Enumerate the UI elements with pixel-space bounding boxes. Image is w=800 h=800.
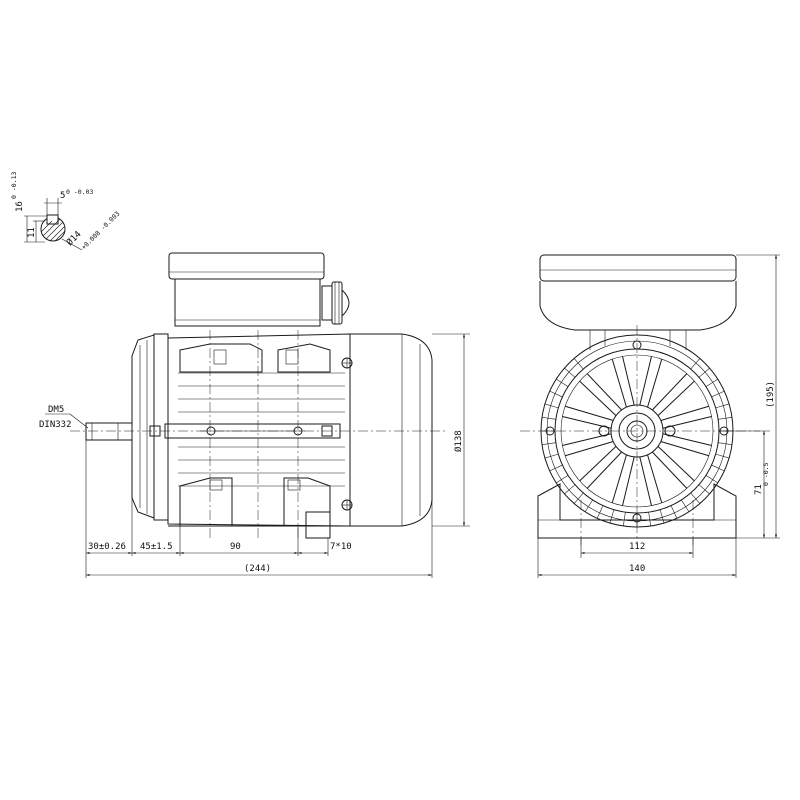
- key-depth-label: 11: [27, 227, 37, 238]
- foot-hole-spacing-label: 90: [230, 542, 241, 552]
- fin-line: [718, 442, 733, 445]
- spoke-line: [639, 356, 652, 406]
- fin-line: [711, 390, 725, 398]
- spoke-line: [647, 359, 663, 408]
- fin-line: [711, 464, 725, 472]
- fin-line: [596, 505, 604, 519]
- fin-line: [564, 484, 576, 495]
- spoke-line: [639, 456, 652, 506]
- spoke-line: [611, 454, 627, 503]
- spoke-line: [579, 380, 617, 417]
- fin-line: [718, 417, 733, 420]
- fin-line: [715, 403, 730, 409]
- center-hole-label: DM5: [48, 405, 64, 415]
- fin-line: [623, 512, 626, 527]
- shaft-height-label: 71: [754, 484, 764, 495]
- shaft-diameter-tol: +0.008 -0.003: [80, 210, 122, 252]
- fin-line: [705, 475, 718, 484]
- fin-line: [609, 509, 615, 524]
- fin-line: [544, 403, 559, 409]
- spoke-line: [657, 445, 695, 482]
- center-hole-standard: DIN332: [39, 420, 72, 430]
- fin-line: [541, 442, 556, 445]
- spoke-line: [565, 441, 614, 457]
- shaft-length-label: 30±0.26: [88, 542, 126, 552]
- spoke-line: [651, 451, 688, 489]
- fin-line: [698, 367, 710, 378]
- fin-line: [681, 499, 690, 512]
- fin-line: [715, 453, 730, 459]
- mounting-foot: [537, 483, 737, 539]
- fin-line: [544, 453, 559, 459]
- spoke-line: [579, 445, 617, 482]
- side-view: DM5 DIN332 Ø138 30±0.26 45±1.5 90 7*10 (…: [39, 252, 470, 578]
- shaft-to-foot-label: 45±1.5: [140, 542, 173, 552]
- spoke-line: [647, 454, 663, 503]
- fin-line: [698, 484, 710, 495]
- spoke-line: [660, 441, 709, 457]
- fin-line: [659, 509, 665, 524]
- shaft-height-tol: 0 -0.5: [762, 462, 770, 486]
- fin-line: [556, 378, 569, 387]
- spoke-line: [657, 380, 695, 417]
- fin-line: [541, 417, 556, 420]
- spoke-line: [622, 456, 635, 506]
- spoke-line: [651, 373, 688, 411]
- fin-line: [648, 512, 651, 527]
- fin-line: [705, 378, 718, 387]
- fin-line: [690, 492, 701, 504]
- fin-line: [549, 390, 563, 398]
- motor-frame: [167, 333, 351, 527]
- fin-line: [564, 367, 576, 378]
- end-view: (195) 71 0 -0.5 112 140: [520, 254, 780, 578]
- overall-height-label: (195): [766, 381, 776, 408]
- fin-line: [584, 499, 593, 512]
- fin-line: [549, 464, 563, 472]
- fin-line: [690, 358, 701, 370]
- foot-slot: [305, 511, 331, 539]
- fin-line: [670, 505, 678, 519]
- foot-width-label: 140: [629, 564, 645, 574]
- spoke-line: [586, 373, 623, 411]
- key-width-label: 5: [60, 191, 65, 201]
- shaft-key-detail: 16 0 -0.13 11 5 0 -0.03 Ø14 +0.008 -0.00…: [10, 172, 121, 252]
- foot-spacing-label: 112: [629, 542, 645, 552]
- cable-gland: [321, 281, 350, 325]
- terminal-box-lid: [168, 252, 325, 280]
- key-width-tol: 0 -0.03: [66, 188, 93, 196]
- key-height-tol: 0 -0.13: [10, 172, 18, 199]
- output-shaft: [85, 422, 133, 441]
- fin-line: [573, 358, 584, 370]
- key-height-label: 16: [15, 201, 25, 212]
- foot-slot-label: 7*10: [330, 542, 352, 552]
- end-terminal-box-lid: [539, 254, 737, 282]
- fin-line: [573, 492, 584, 504]
- spoke-line: [565, 405, 614, 421]
- spoke-line: [660, 405, 709, 421]
- spoke-line: [586, 451, 623, 489]
- overall-length-label: (244): [244, 564, 271, 574]
- spoke-line: [622, 356, 635, 406]
- spoke-line: [611, 359, 627, 408]
- fin-line: [556, 475, 569, 484]
- flange-diameter-label: Ø138: [453, 430, 464, 452]
- end-shield-spokes: [562, 356, 712, 506]
